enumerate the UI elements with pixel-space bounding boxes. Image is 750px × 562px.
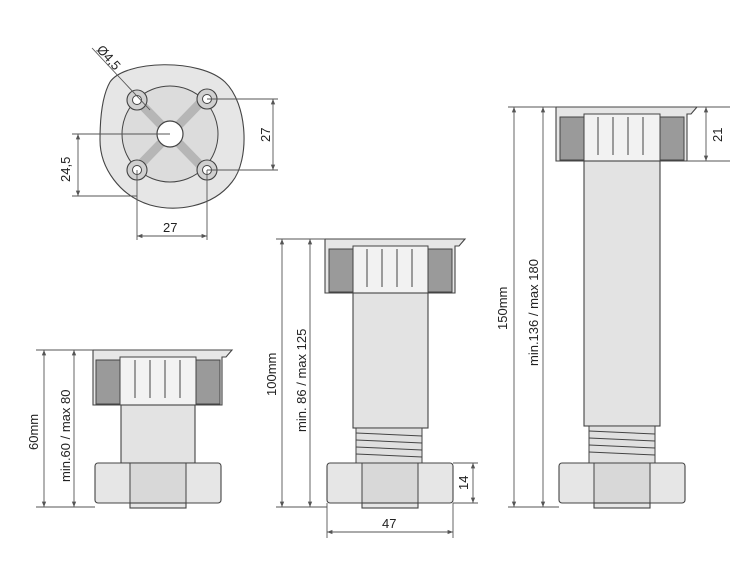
small-range: min.60 / max 80 [58, 390, 73, 483]
leg-medium: 100mm min. 86 / max 125 14 47 [264, 238, 478, 538]
leg-small: 60mm min.60 / max 80 [26, 349, 234, 509]
large-total-height: 150mm [495, 287, 510, 330]
dim-offset-left: 24,5 [58, 157, 73, 182]
medium-total-height: 100mm [264, 353, 279, 396]
top-view: Ø4,5 24,5 27 27 [58, 42, 278, 240]
medium-foot-height: 14 [456, 476, 471, 490]
small-total-height: 60mm [26, 414, 41, 450]
medium-thread [355, 427, 423, 464]
large-cap-height: 21 [710, 128, 725, 142]
large-range: min.136 / max 180 [526, 259, 541, 366]
leg-large: 150mm min.136 / max 180 21 [495, 106, 730, 509]
large-thread [588, 425, 656, 464]
dim-width-bottom: 27 [163, 220, 177, 235]
dim-height-right: 27 [258, 128, 273, 142]
medium-foot-width: 47 [382, 516, 396, 531]
medium-range: min. 86 / max 125 [294, 329, 309, 432]
hole-diameter-label: Ø4,5 [94, 42, 124, 73]
